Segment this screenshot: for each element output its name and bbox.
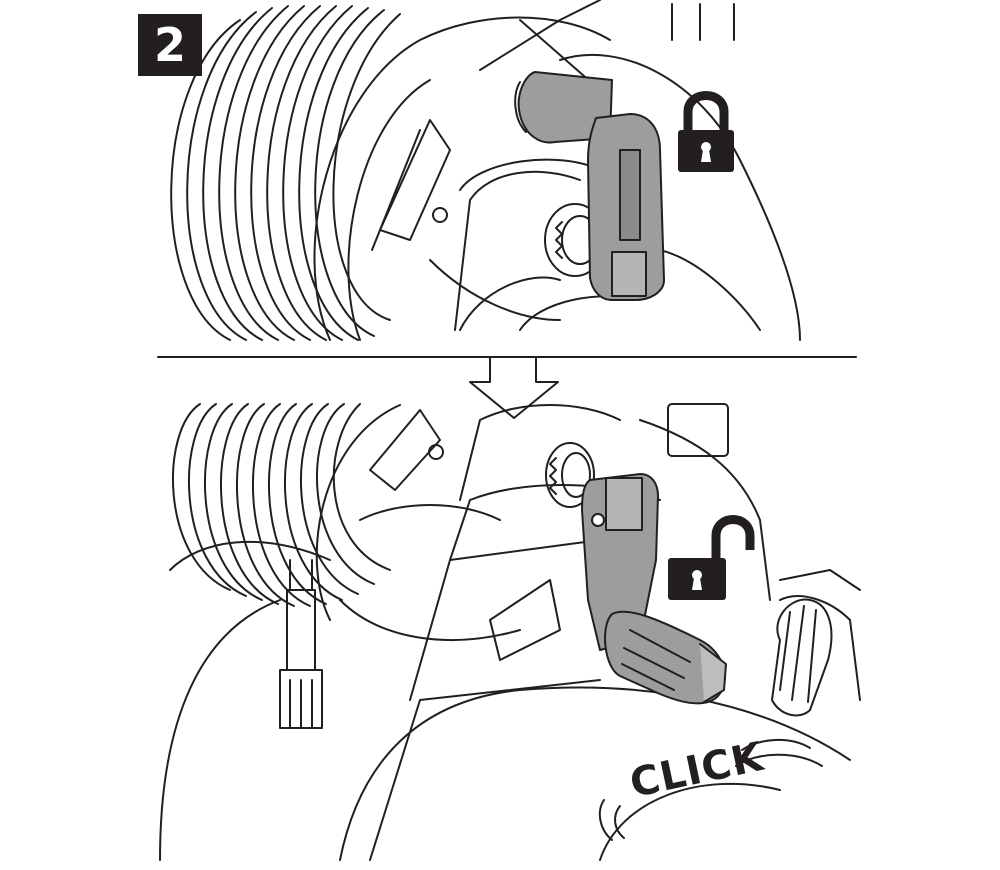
lower-reel-plate (315, 404, 521, 641)
hose-connector (279, 559, 323, 729)
click-sound-lines (598, 738, 823, 841)
lower-hub (545, 442, 595, 508)
upper-reel-plate (313, 16, 611, 341)
lower-panel (159, 403, 861, 861)
upper-hose-drum (170, 5, 401, 341)
lower-housing (159, 404, 851, 861)
lower-crank-handle (581, 473, 727, 705)
lower-hose-drum (171, 403, 391, 607)
step-number-badge: 2 (138, 14, 202, 76)
lock-open-icon (668, 515, 755, 600)
arrow-down-icon (469, 357, 559, 419)
upper-panel (170, 0, 801, 341)
spare-handle-outline (771, 598, 833, 717)
lock-closed-icon (678, 91, 734, 172)
lower-frame (639, 403, 861, 701)
upper-crank-handle (514, 71, 665, 301)
